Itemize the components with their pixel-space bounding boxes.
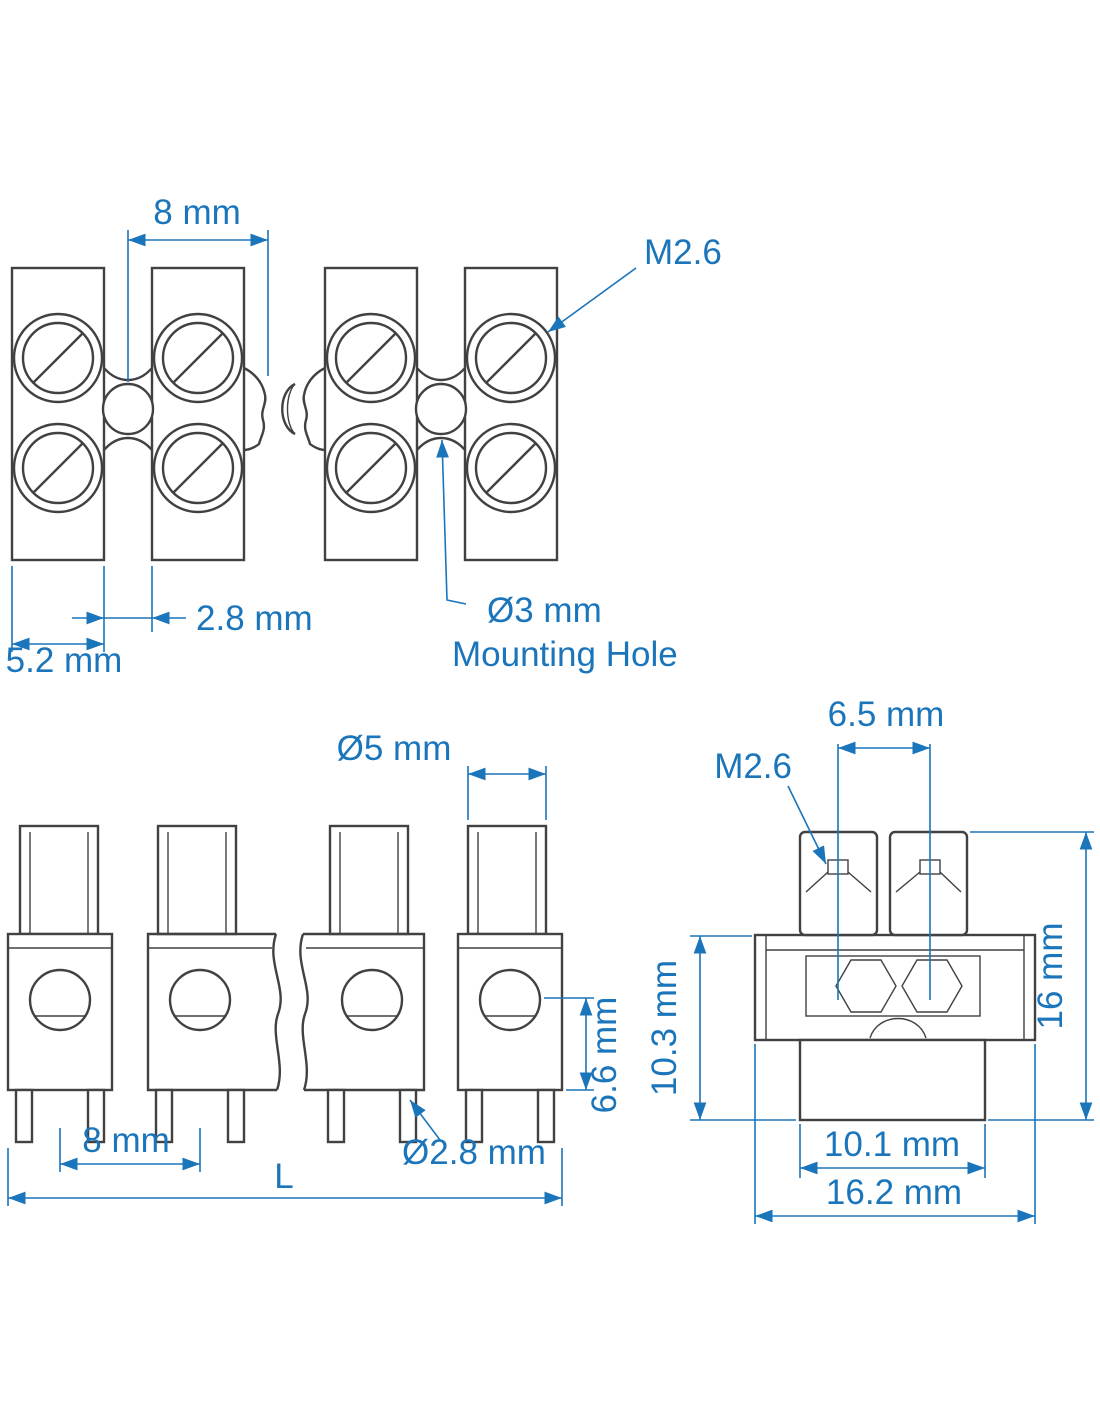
dim-front-pitch: 8 mm bbox=[82, 1121, 170, 1160]
terminal-bodies-front bbox=[6, 932, 564, 1092]
dim-top-hole-diameter: Ø3 mm bbox=[487, 591, 602, 630]
top-view-dimensions: 8 mm M2.6 2.8 mm 5.2 mm Ø3 mm Mounting H… bbox=[6, 193, 722, 680]
terminal-caps-front bbox=[18, 824, 548, 936]
dim-side-total-width: 16.2 mm bbox=[826, 1173, 962, 1212]
web-and-mounting-holes bbox=[103, 366, 466, 452]
break-line bbox=[272, 933, 282, 1091]
dim-front-pin-diameter: Ø2.8 mm bbox=[402, 1133, 546, 1172]
front-view bbox=[6, 824, 564, 1144]
front-view-dimensions: Ø5 mm 8 mm Ø2.8 mm 6.6 mm L bbox=[7, 729, 624, 1206]
dim-top-pitch: 8 mm bbox=[153, 193, 241, 232]
break-crescent bbox=[281, 382, 296, 436]
break-line bbox=[299, 933, 309, 1091]
mounting-legs bbox=[14, 1088, 556, 1144]
clamp-nut bbox=[901, 959, 963, 1013]
dim-front-screw-diameter: Ø5 mm bbox=[337, 729, 452, 768]
side-base bbox=[798, 1038, 987, 1122]
mounting-holes bbox=[101, 382, 468, 436]
side-view-dimensions: 6.5 mm M2.6 10.3 mm 16 mm 10.1 mm 16.2 m… bbox=[645, 695, 1094, 1224]
screw-posts-side bbox=[798, 830, 969, 937]
dim-front-hole-depth: 6.6 mm bbox=[585, 997, 624, 1114]
label-top-thread: M2.6 bbox=[644, 233, 722, 272]
dim-side-total-height: 16 mm bbox=[1031, 923, 1070, 1030]
wire-holes-front bbox=[28, 968, 542, 1032]
dim-top-gap: 2.8 mm bbox=[196, 599, 313, 638]
side-view bbox=[753, 830, 1037, 1122]
dim-side-body-height: 10.3 mm bbox=[645, 960, 684, 1096]
clamp-nut bbox=[835, 959, 897, 1013]
dim-front-length: L bbox=[274, 1157, 293, 1196]
wire-funnel-arc bbox=[869, 1017, 927, 1039]
terminal-blocks-top bbox=[10, 266, 559, 562]
dim-top-block-width: 5.2 mm bbox=[6, 641, 123, 680]
label-side-thread: M2.6 bbox=[714, 747, 792, 786]
wire-clamp-detail bbox=[805, 955, 981, 1039]
dim-side-screw-spacing: 6.5 mm bbox=[828, 695, 945, 734]
dim-side-base-width: 10.1 mm bbox=[824, 1125, 960, 1164]
label-mounting-hole: Mounting Hole bbox=[452, 635, 678, 674]
top-view bbox=[10, 266, 559, 562]
